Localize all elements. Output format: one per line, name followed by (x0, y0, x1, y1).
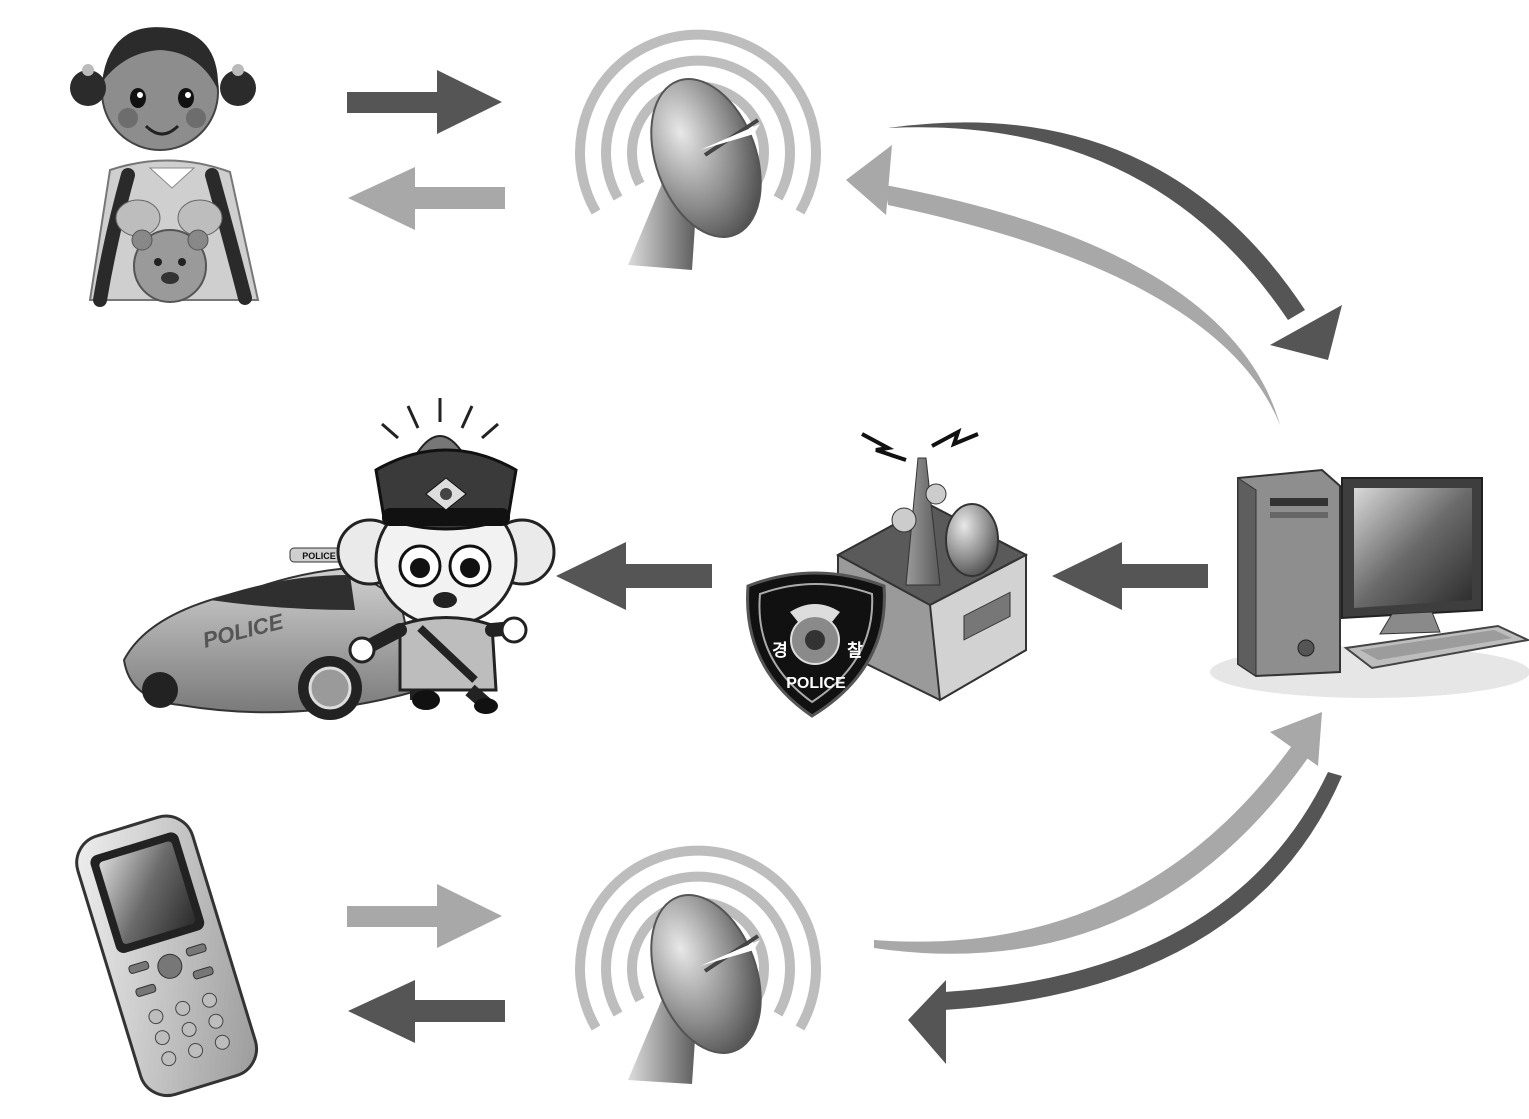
car-roof-label: POLICE (302, 551, 336, 561)
antenna-top-icon (575, 29, 821, 270)
arrow-antenna-to-computer (888, 122, 1342, 360)
badge-right-label: 찰 (847, 641, 863, 661)
badge-left-label: 경 (772, 641, 788, 661)
arrow-computer-to-antenna-bottom (908, 772, 1342, 1064)
computer-icon (1210, 468, 1529, 698)
arrow-computer-to-station (1052, 542, 1208, 610)
child-icon (70, 27, 260, 307)
arrow-computer-to-antenna (846, 145, 1280, 425)
arrow-station-to-police (556, 542, 712, 610)
mobile-phone-icon (75, 814, 259, 1097)
police-car-icon: POLICE POLICE (122, 547, 422, 720)
antenna-bottom-icon (575, 845, 821, 1084)
badge-bottom-label: POLICE (786, 675, 846, 692)
police-badge-icon: 경 찰 POLICE (746, 571, 886, 718)
arrow-antenna-bottom-to-computer (874, 712, 1322, 954)
arrow-antenna-to-phone (348, 980, 505, 1043)
police-mascot-icon (336, 398, 556, 714)
arrow-phone-to-antenna (347, 884, 502, 948)
arrow-antenna-to-child (348, 167, 505, 230)
police-station-icon (835, 427, 1029, 702)
arrow-child-to-antenna (347, 70, 502, 134)
